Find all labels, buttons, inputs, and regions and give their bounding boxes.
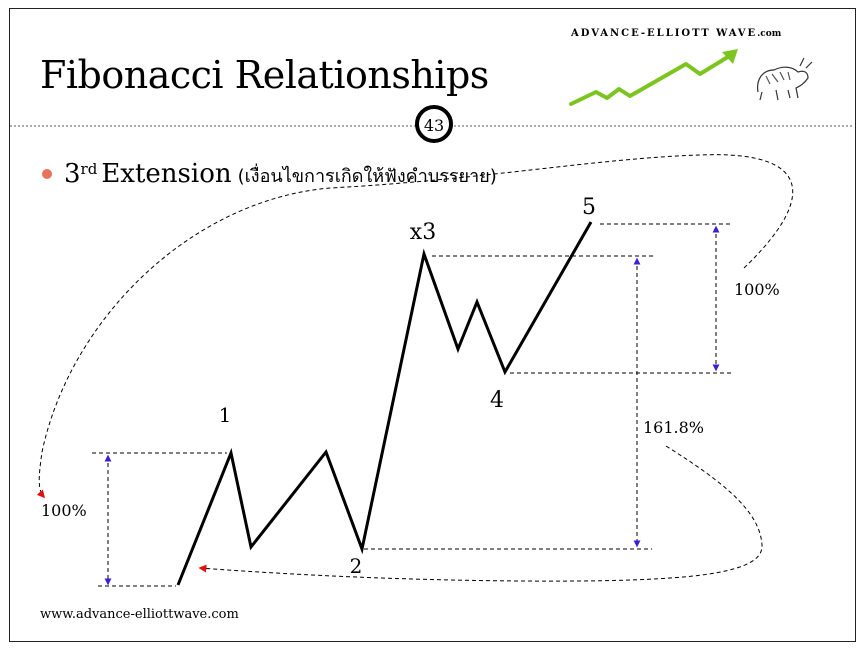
wave-label-5: 5	[582, 195, 596, 220]
reference-lines	[92, 223, 732, 587]
wave-label-1: 1	[219, 403, 232, 427]
logo-chart-icon	[569, 49, 738, 106]
logo-suffix: .com	[757, 29, 782, 39]
wave-label-4: 4	[490, 388, 504, 413]
page-number-badge: 43	[415, 105, 453, 143]
slide-title: Fibonacci Relationships	[40, 53, 489, 97]
extension-ordinal: rd	[80, 159, 98, 178]
logo-text: ADVANCE-ELLIOTT WAVE.com	[571, 28, 781, 39]
wave3-percent-label: 161.8%	[643, 418, 704, 437]
logo-name: ADVANCE-ELLIOTT WAVE	[571, 28, 758, 39]
extension-note: (เงื่อนไขการเกิดให้ฟังคำบรรยาย)	[237, 166, 497, 187]
wave-label-3: x3	[410, 220, 436, 245]
bullet-dot	[42, 168, 52, 179]
footer-url: www.advance-elliottwave.com	[40, 607, 239, 622]
lower-curve-pointer	[198, 445, 763, 582]
wave5-percent-label: 100%	[734, 280, 780, 299]
bull-icon	[757, 57, 813, 101]
extension-number: 3	[64, 159, 81, 189]
wave-label-2: 2	[350, 554, 363, 578]
extension-heading: Extension	[101, 159, 232, 189]
page-number: 43	[424, 116, 444, 135]
upper-curve-pointer	[36, 154, 794, 499]
elliott-wave-path	[176, 221, 593, 586]
wave1-percent-label: 100%	[41, 501, 87, 520]
